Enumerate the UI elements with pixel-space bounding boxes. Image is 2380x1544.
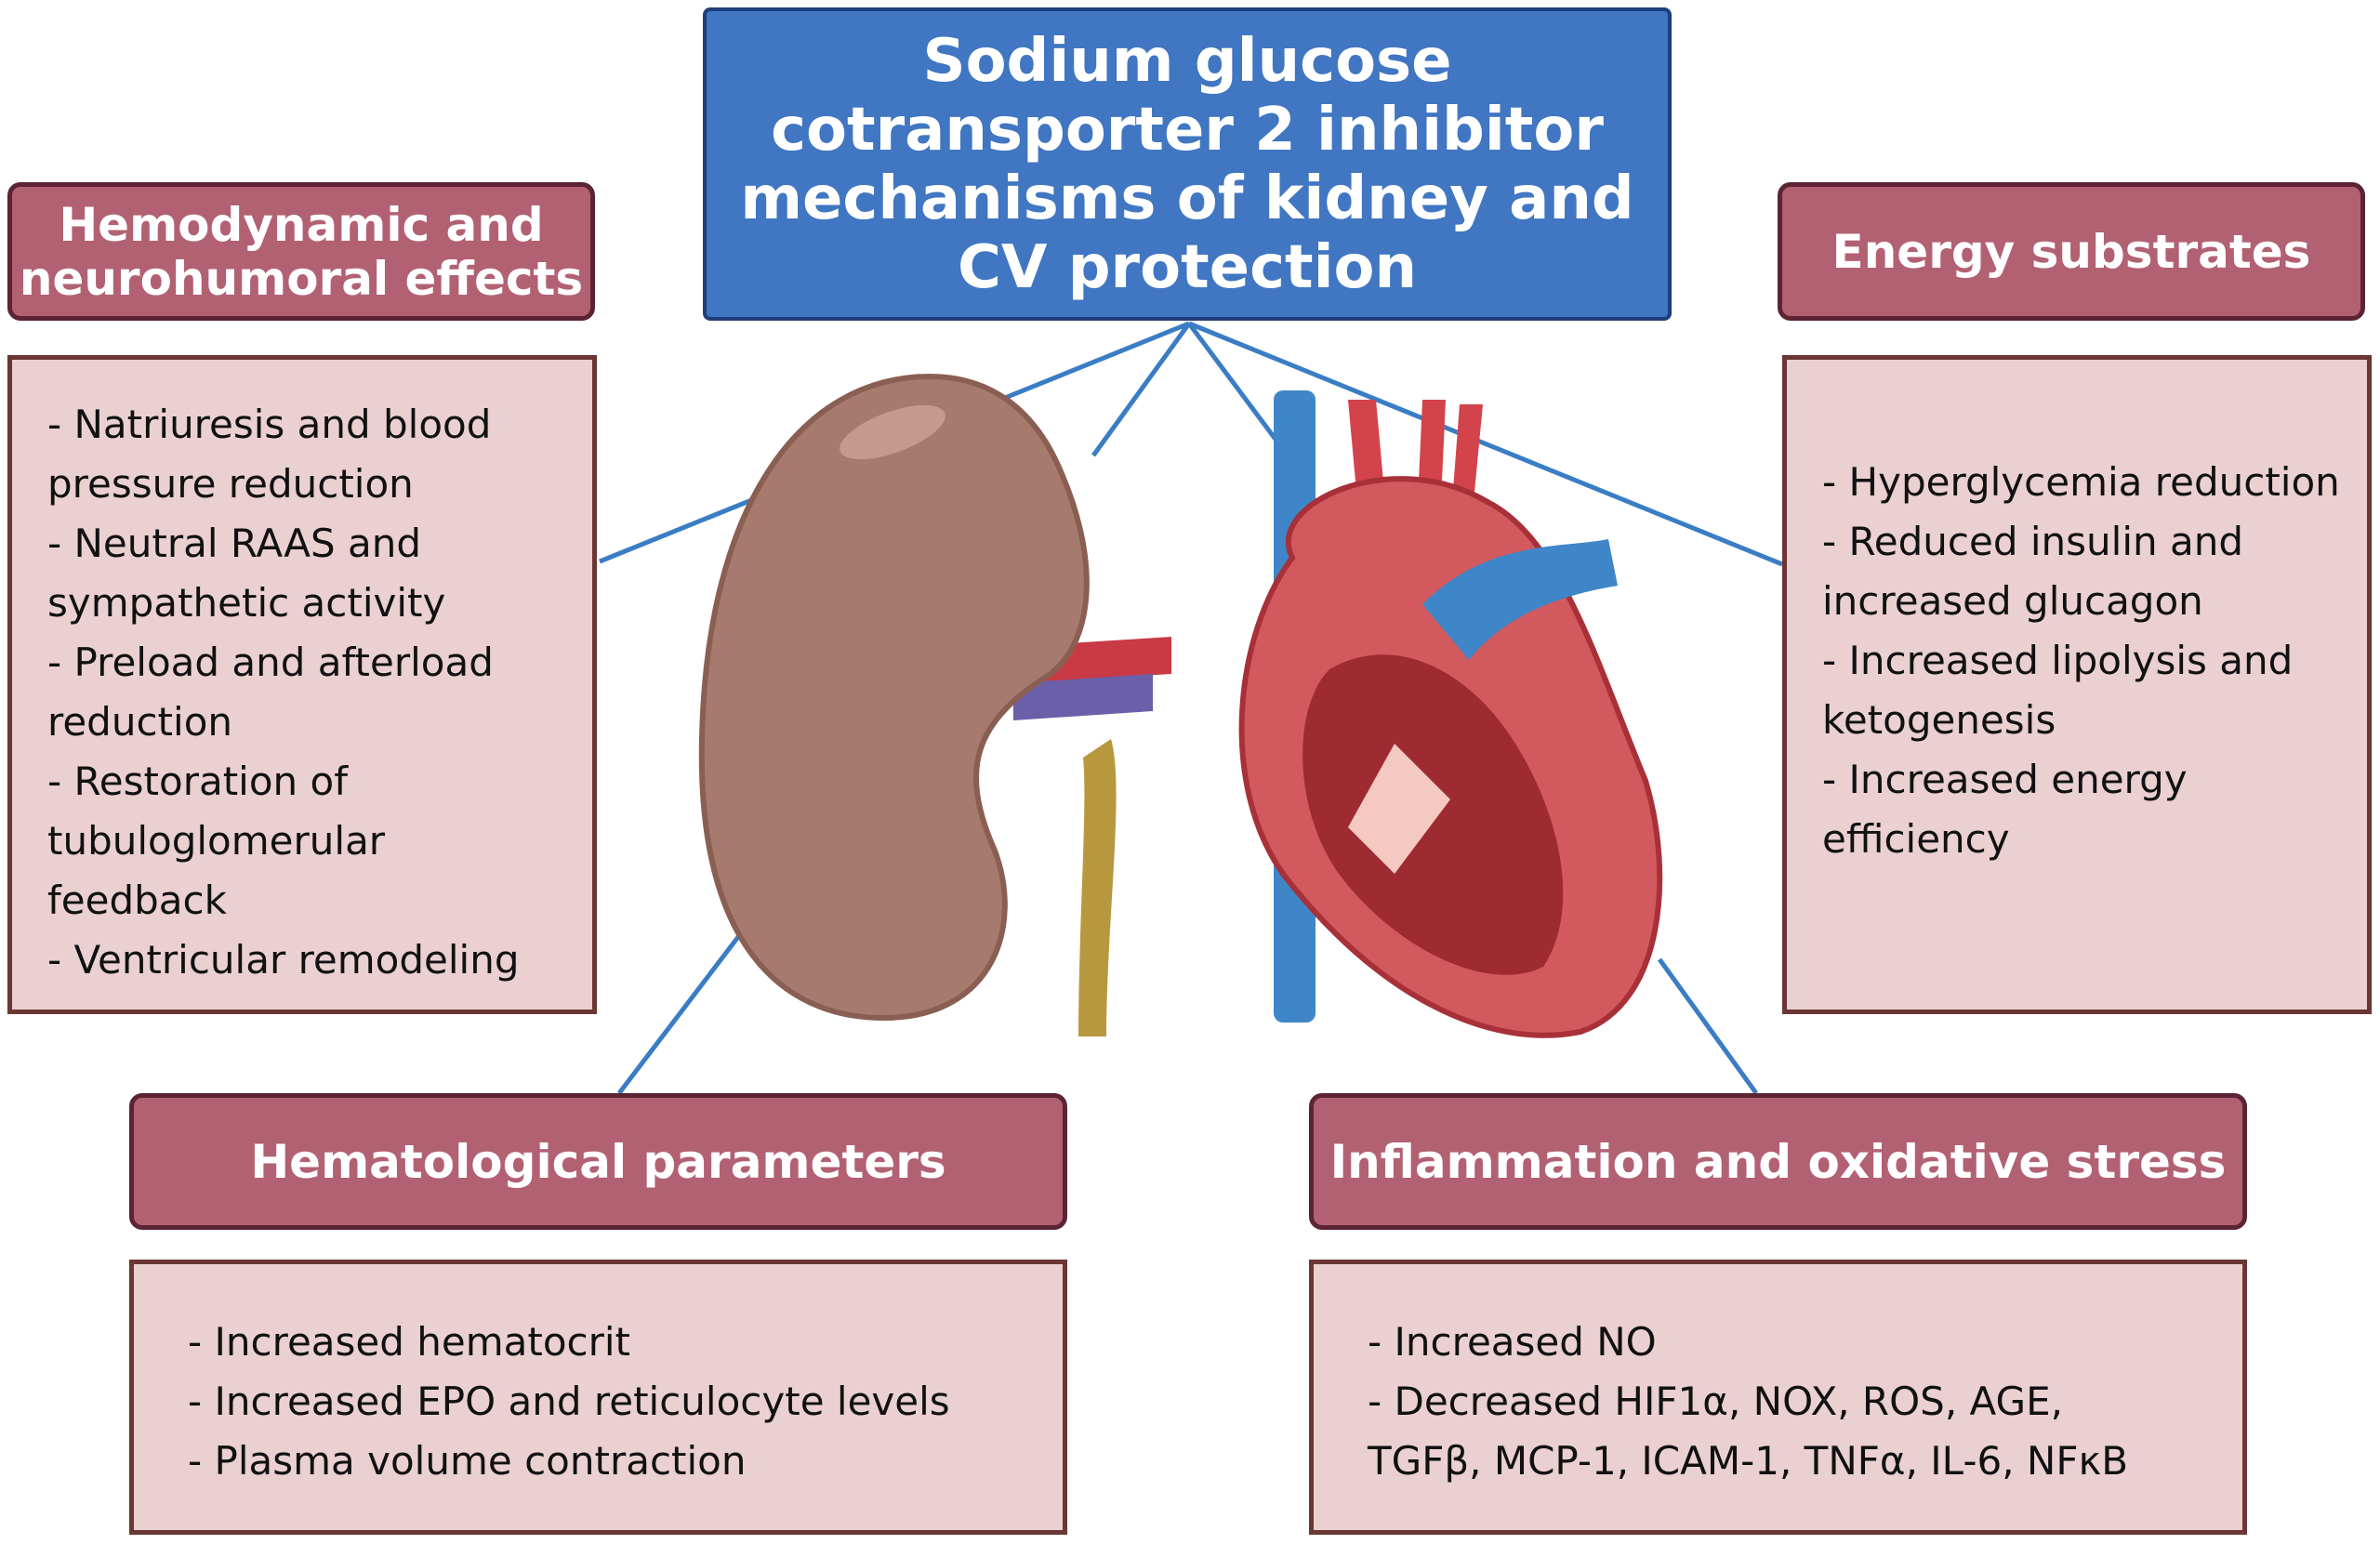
list-item: - Increased NO [1368, 1319, 1657, 1365]
hemodynamic-panel: - Natriuresis and blood pressure reducti… [7, 355, 597, 1014]
energy-panel: - Hyperglycemia reduction - Reduced insu… [1782, 355, 2372, 1014]
connector-line [1186, 322, 1290, 457]
hemodynamic-header: Hemodynamic and neurohumoral effects [7, 182, 595, 321]
list-item: - Reduced insulin and increased glucagon [1822, 519, 2243, 624]
list-item: - Decreased HIF1α, NOX, ROS, AGE, TGFβ, … [1368, 1379, 2129, 1484]
inflammation-header: Inflammation and oxidative stress [1309, 1093, 2247, 1230]
list-item: - Neutral RAAS and sympathetic activity [47, 521, 446, 626]
list-item: - Plasma volume contraction [188, 1438, 747, 1484]
list-item: - Increased energy efficiency [1822, 757, 2188, 862]
connector-line [617, 928, 746, 1095]
connector-line [1188, 321, 1783, 567]
inflammation-panel: - Increased NO - Decreased HIF1α, NOX, R… [1309, 1260, 2247, 1535]
renal-vein [1013, 674, 1153, 720]
list-item: - Increased hematocrit [188, 1319, 631, 1365]
list-item: - Restoration of tubuloglomerular feedba… [47, 759, 386, 923]
connector-line [1091, 322, 1192, 457]
energy-header: Energy substrates [1778, 182, 2365, 321]
list-item: - Ventricular remodeling [47, 937, 520, 983]
connector-line [1657, 957, 1759, 1095]
ureter [1078, 739, 1117, 1036]
list-item: - Increased lipolysis and ketogenesis [1822, 638, 2294, 743]
hematological-panel: - Increased hematocrit - Increased EPO a… [129, 1260, 1067, 1535]
hematological-header: Hematological parameters [129, 1093, 1067, 1230]
heart-illustration [1238, 390, 1663, 1038]
list-item: - Increased EPO and reticulocyte levels [188, 1379, 950, 1424]
list-item: - Hyperglycemia reduction [1822, 459, 2340, 505]
list-item: - Preload and afterload reduction [47, 640, 494, 745]
page-title: Sodium glucose cotransporter 2 inhibitor… [703, 7, 1672, 321]
kidney-illustration [698, 373, 1171, 1036]
list-item: - Natriuresis and blood pressure reducti… [47, 402, 492, 507]
